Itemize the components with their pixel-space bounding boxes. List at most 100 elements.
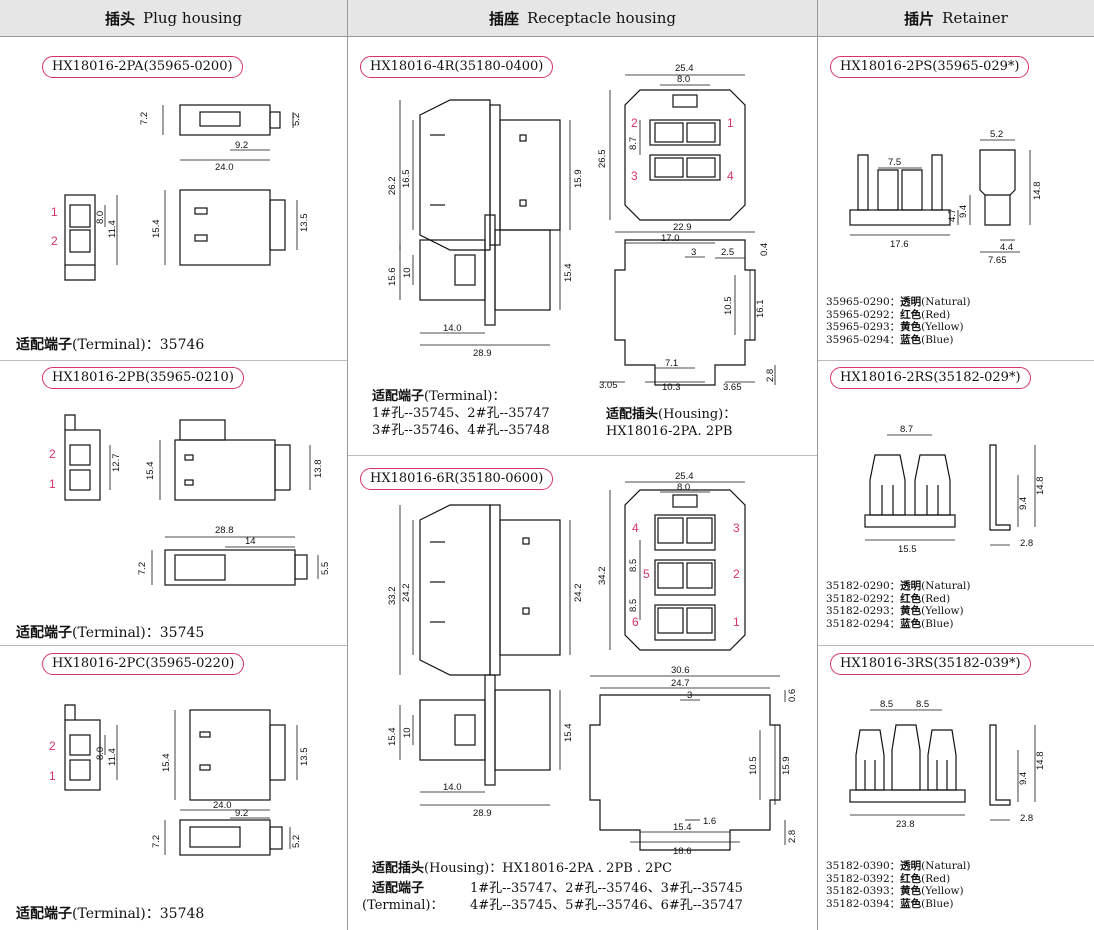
dim: 15.4: [387, 728, 398, 747]
color-list-2ps: 35965-0290：透明(Natural) 35965-0292：红色(Red…: [826, 296, 970, 346]
part-label-3rs: HX18016-3RS(35182-039*): [830, 653, 1031, 675]
dim: 5.2: [291, 113, 302, 126]
pin-number: 3: [631, 169, 638, 183]
dim: 4.4: [1000, 242, 1013, 253]
pin-number: 2: [733, 567, 740, 581]
row-divider: [818, 645, 1094, 646]
row-divider: [0, 360, 347, 361]
color-row: 35182-0390：透明(Natural): [826, 860, 971, 872]
dim: 16.5: [401, 170, 412, 189]
retainer-2rs-drawing: 8.7 9.4 14.8 15.5 2.8: [864, 424, 1046, 555]
dim: 28.8: [215, 525, 234, 536]
dim: 2.5: [721, 247, 734, 258]
dim: 7.2: [137, 562, 148, 575]
row-divider: [0, 645, 347, 646]
dim: 7.5: [888, 157, 901, 168]
dim: 34.2: [597, 567, 608, 586]
plug-2pb-drawing: 12.7 15.4 13.8 28.8 14 7.2 5.5 2 1: [49, 414, 331, 586]
part-label-2pb: HX18016-2PB(35965-0210): [42, 367, 244, 389]
dim: 24.2: [573, 584, 584, 603]
dim: 15.9: [781, 757, 792, 776]
dim: 12.7: [111, 454, 122, 473]
pin-number: 1: [51, 205, 58, 219]
dim: 26.5: [597, 150, 608, 169]
dim: 11.4: [107, 748, 118, 766]
dim: 25.4: [675, 471, 694, 482]
terminal-line-2pa: 适配端子(Terminal)：35746: [16, 337, 205, 353]
dim: 8.0: [95, 747, 106, 760]
dim: 15.9: [573, 170, 584, 189]
dim: 8.7: [628, 137, 639, 150]
terminal-line-2pb: 适配端子(Terminal)：35745: [16, 625, 205, 641]
part-label-4r: HX18016-4R(35180-0400): [360, 56, 554, 78]
pin-number: 4: [727, 169, 734, 183]
pin-number: 1: [49, 477, 56, 491]
dim: 1.6: [703, 816, 716, 827]
dim: 14.8: [1035, 477, 1046, 496]
dim: 9.4: [1018, 772, 1029, 785]
color-row: 35182-0292：红色(Red): [826, 592, 951, 605]
dim: 13.8: [313, 460, 324, 479]
dim: 13.5: [299, 214, 310, 233]
dim: 15.4: [161, 754, 172, 773]
dim: 16.1: [755, 300, 766, 319]
pin-number: 2: [49, 739, 56, 753]
pin-number: 1: [733, 615, 740, 629]
part-label-6r: HX18016-6R(35180-0600): [360, 468, 554, 490]
color-row: 35965-0290：透明(Natural): [826, 296, 971, 308]
dim: 0.4: [759, 243, 770, 256]
pin-number: 1: [49, 769, 56, 783]
dim: 13.5: [299, 748, 310, 767]
dim: 23.8: [896, 819, 915, 830]
dim: 10.5: [723, 297, 734, 316]
dim: 25.4: [675, 63, 694, 74]
housing-note-4r: 适配插头(Housing)： HX18016-2PA. 2PB: [606, 407, 737, 439]
color-row: 35965-0292：红色(Red): [826, 308, 951, 321]
dim: 14.8: [1035, 752, 1046, 771]
dim: 15.5: [898, 544, 917, 555]
dim: 26.2: [387, 177, 398, 196]
dim: 7.2: [139, 112, 150, 125]
dim: 15.4: [145, 462, 156, 481]
retainer-3rs-drawing: 8.5 8.5 9.4 14.8 23.8 2.8: [849, 699, 1046, 830]
dim: 17.6: [890, 239, 909, 250]
dim: 14.0: [443, 782, 462, 793]
terminal-note-6r: 适配端子 (Terminal)： 1#孔--35747、2#孔--35746、3…: [362, 881, 743, 913]
color-row: 35182-0294：蓝色(Blue): [826, 617, 954, 630]
dim: 24.7: [671, 678, 690, 689]
part-label-2pa: HX18016-2PA(35965-0200): [42, 56, 243, 78]
dim: 3: [687, 690, 692, 701]
housing-note-6r: 适配插头(Housing)：HX18016-2PA . 2PB . 2PC: [372, 861, 673, 876]
pin-number: 6: [632, 615, 639, 629]
dim: 8.0: [677, 74, 690, 85]
dim: 24.2: [401, 584, 412, 603]
dim: 28.9: [473, 348, 492, 359]
dim: 8.5: [880, 699, 893, 710]
color-list-3rs: 35182-0390：透明(Natural) 35182-0392：红色(Red…: [826, 860, 970, 910]
color-row: 35965-0294：蓝色(Blue): [826, 333, 954, 346]
row-divider: [818, 360, 1094, 361]
terminal-line-2pc: 适配端子(Terminal)：35748: [16, 906, 205, 922]
dim: 33.2: [387, 587, 398, 606]
part-label-2pc: HX18016-2PC(35965-0220): [42, 653, 245, 675]
color-row: 35182-0393：黄色(Yellow): [826, 885, 964, 897]
pin-number: 3: [733, 521, 740, 535]
dim: 9.4: [958, 205, 969, 218]
dim: 30.6: [671, 665, 690, 676]
pin-number: 2: [51, 234, 58, 248]
color-row: 35182-0293：黄色(Yellow): [826, 605, 964, 617]
dim: 7.65: [988, 255, 1007, 266]
dim: 9.4: [1018, 497, 1029, 510]
dim: 8.0: [95, 211, 106, 224]
plug-2pc-drawing: 8.0 11.4 15.4 13.5 24.0 9.2 7.2 5.2 2 1: [49, 704, 310, 856]
header-cn: 插座: [489, 9, 520, 28]
plug-2pa-drawing: 7.2 9.2 5.2 24.0 8.0 11.4 15.4 13.5 1 2: [51, 104, 310, 281]
terminal-note-4r: 适配端子(Terminal)： 1#孔--35745、2#孔--35747 3#…: [372, 389, 550, 438]
dim: 15.4: [673, 822, 692, 833]
dim: 5.2: [990, 129, 1003, 140]
dim: 7.1: [665, 358, 678, 369]
row-divider: [348, 455, 817, 456]
color-row: 35182-0392：红色(Red): [826, 872, 951, 885]
pin-number: 1: [727, 116, 734, 130]
